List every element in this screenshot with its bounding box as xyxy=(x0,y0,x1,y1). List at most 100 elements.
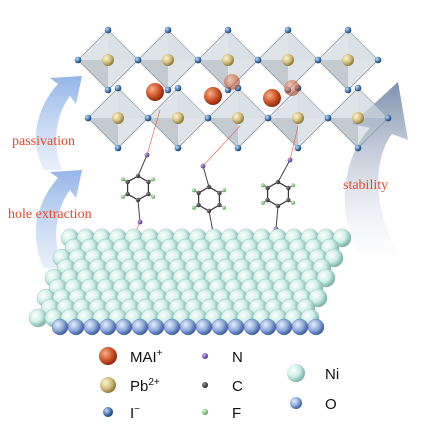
legend-label-n: N xyxy=(232,349,243,366)
iodide-atom xyxy=(264,114,272,122)
lead-atom xyxy=(112,112,124,124)
mai-cation xyxy=(204,87,222,105)
oxygen-atom xyxy=(179,318,197,336)
iodide-atom xyxy=(174,144,182,152)
lead-atom xyxy=(352,112,364,124)
lead-atom xyxy=(162,54,174,66)
fluorine-atom xyxy=(222,188,227,193)
legend-item-o: O xyxy=(290,396,337,413)
octahedron-face xyxy=(208,118,238,148)
benzene-ring xyxy=(198,186,220,212)
lead-atom xyxy=(222,54,234,66)
iodide-atom xyxy=(114,144,122,152)
mai-cation xyxy=(263,89,281,107)
interaction-line xyxy=(202,125,241,167)
iodide-atom xyxy=(344,26,352,34)
oxygen-icon xyxy=(290,397,302,409)
iodide-atom xyxy=(204,114,212,122)
hole-extraction-arrow xyxy=(35,170,82,268)
oxygen-atom xyxy=(291,318,309,336)
oxygen-atom xyxy=(99,318,117,336)
legend-label-ni: Ni xyxy=(325,366,339,383)
iodide-atom xyxy=(104,26,112,34)
legend-item-pb: Pb2+ xyxy=(100,377,160,395)
nickel-atom xyxy=(316,268,336,288)
legend-label-mai: MAI xyxy=(130,349,157,366)
lead-atom xyxy=(102,54,114,66)
iodide-atom xyxy=(194,56,202,64)
iodide-icon xyxy=(103,407,113,417)
mai-cation xyxy=(146,83,164,101)
octahedron-face xyxy=(138,60,168,90)
iodide-atom xyxy=(174,84,182,92)
oxygen-atom xyxy=(211,318,229,336)
legend-sup-mai: + xyxy=(157,348,163,359)
legend-item-c: C xyxy=(202,378,243,395)
perovskite-lattice xyxy=(74,26,392,152)
bond xyxy=(277,159,291,183)
iodide-atom xyxy=(114,84,122,92)
fluorine-atom xyxy=(260,200,265,205)
legend: MAI+ Pb2+ I− N C F Ni O xyxy=(99,347,339,422)
svg-text:MAI+: MAI+ xyxy=(130,348,163,366)
iodide-atom xyxy=(254,56,262,64)
octahedron-face xyxy=(238,88,268,118)
lead-atom xyxy=(232,112,244,124)
octahedron-face xyxy=(118,88,148,118)
legend-item-mai: MAI+ xyxy=(99,347,163,366)
legend-item-ni: Ni xyxy=(287,364,339,383)
passivation-arrow xyxy=(35,76,82,170)
oxygen-atom xyxy=(147,318,165,336)
octahedron-face xyxy=(78,60,108,90)
lead-atom xyxy=(172,112,184,124)
legend-label-o: O xyxy=(325,396,337,413)
carbon-atom xyxy=(286,197,291,203)
carbon-atom xyxy=(286,185,291,191)
lead-atom xyxy=(282,54,294,66)
oxygen-atom xyxy=(275,318,293,336)
lead-atom xyxy=(342,54,354,66)
mai-cation xyxy=(284,80,300,96)
svg-text:Pb2+: Pb2+ xyxy=(130,377,160,395)
iodide-atom xyxy=(354,144,362,152)
mai-icon xyxy=(99,347,117,365)
bond xyxy=(202,165,210,188)
iodide-atom xyxy=(84,114,92,122)
octahedron-face xyxy=(178,88,208,118)
legend-label-f: F xyxy=(232,405,241,422)
octahedron-face xyxy=(228,30,258,60)
iodide-atom xyxy=(164,86,172,94)
legend-sup-i: − xyxy=(134,404,140,415)
iodide-atom xyxy=(314,56,322,64)
iodide-atom xyxy=(224,26,232,34)
legend-item-n: N xyxy=(202,349,243,366)
carbon-icon xyxy=(202,382,208,388)
passivation-label: passivation xyxy=(12,134,75,149)
fluorine-atom xyxy=(120,177,125,182)
iodide-atom xyxy=(344,86,352,94)
octahedron-face xyxy=(358,88,388,118)
octahedron-face xyxy=(298,88,328,118)
iodide-atom xyxy=(324,114,332,122)
fluorine-atom xyxy=(191,188,196,193)
hole-extraction-label: hole extraction xyxy=(8,207,92,222)
bond xyxy=(275,205,279,230)
lead-atom xyxy=(292,112,304,124)
nickel-atom xyxy=(324,248,344,268)
iodide-atom xyxy=(354,84,362,92)
oxygen-atom xyxy=(195,318,213,336)
legend-label-pb: Pb xyxy=(130,378,148,395)
oxygen-atom xyxy=(131,318,149,336)
interaction-line xyxy=(146,109,161,156)
oxygen-atom xyxy=(259,318,277,336)
iodide-atom xyxy=(284,26,292,34)
oxygen-atom xyxy=(83,318,101,336)
iodide-atom xyxy=(104,86,112,94)
iodide-atom xyxy=(384,114,392,122)
legend-label-c: C xyxy=(232,378,243,395)
fluorine-atom xyxy=(291,183,296,188)
octahedron-face xyxy=(268,118,298,148)
oxygen-atom xyxy=(243,318,261,336)
nickel-atom xyxy=(28,308,48,328)
